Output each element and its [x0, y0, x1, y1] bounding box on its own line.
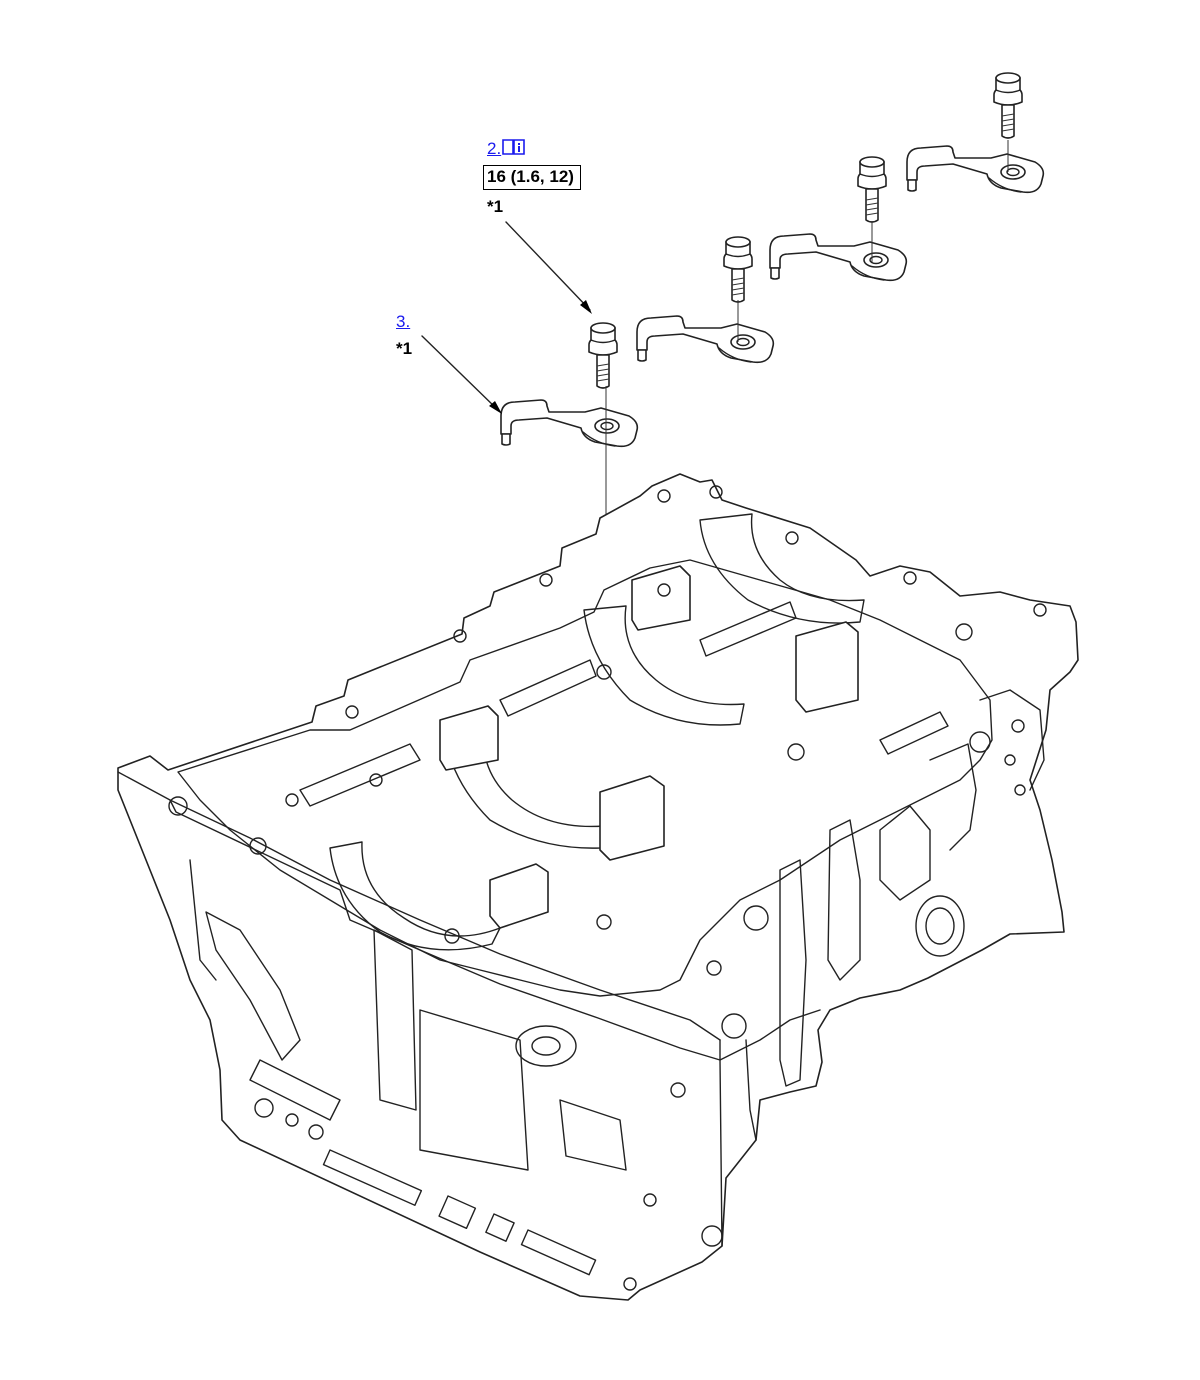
oil-jet-nozzle-4 — [906, 145, 1045, 194]
oil-jet-nozzle-1 — [500, 399, 639, 448]
torque-specification: 16 (1.6, 12) — [483, 165, 581, 190]
cylinder-block — [117, 473, 1079, 1301]
bolt-1 — [588, 322, 618, 389]
nozzle-reference-link[interactable]: 3. — [396, 312, 411, 331]
bolt-2 — [723, 236, 753, 303]
oil-jet-nozzle-2 — [636, 315, 775, 364]
bolt-reference-link[interactable]: 2. — [487, 138, 526, 159]
book-info-icon — [502, 139, 525, 155]
bolt-note-marker: *1 — [487, 197, 504, 216]
oil-jet-nozzle-3 — [769, 233, 908, 282]
bolt-reference-number: 2. — [487, 139, 502, 158]
bolt-3 — [857, 156, 887, 223]
nozzle-note-marker: *1 — [396, 339, 413, 358]
bolt-4 — [993, 72, 1023, 139]
